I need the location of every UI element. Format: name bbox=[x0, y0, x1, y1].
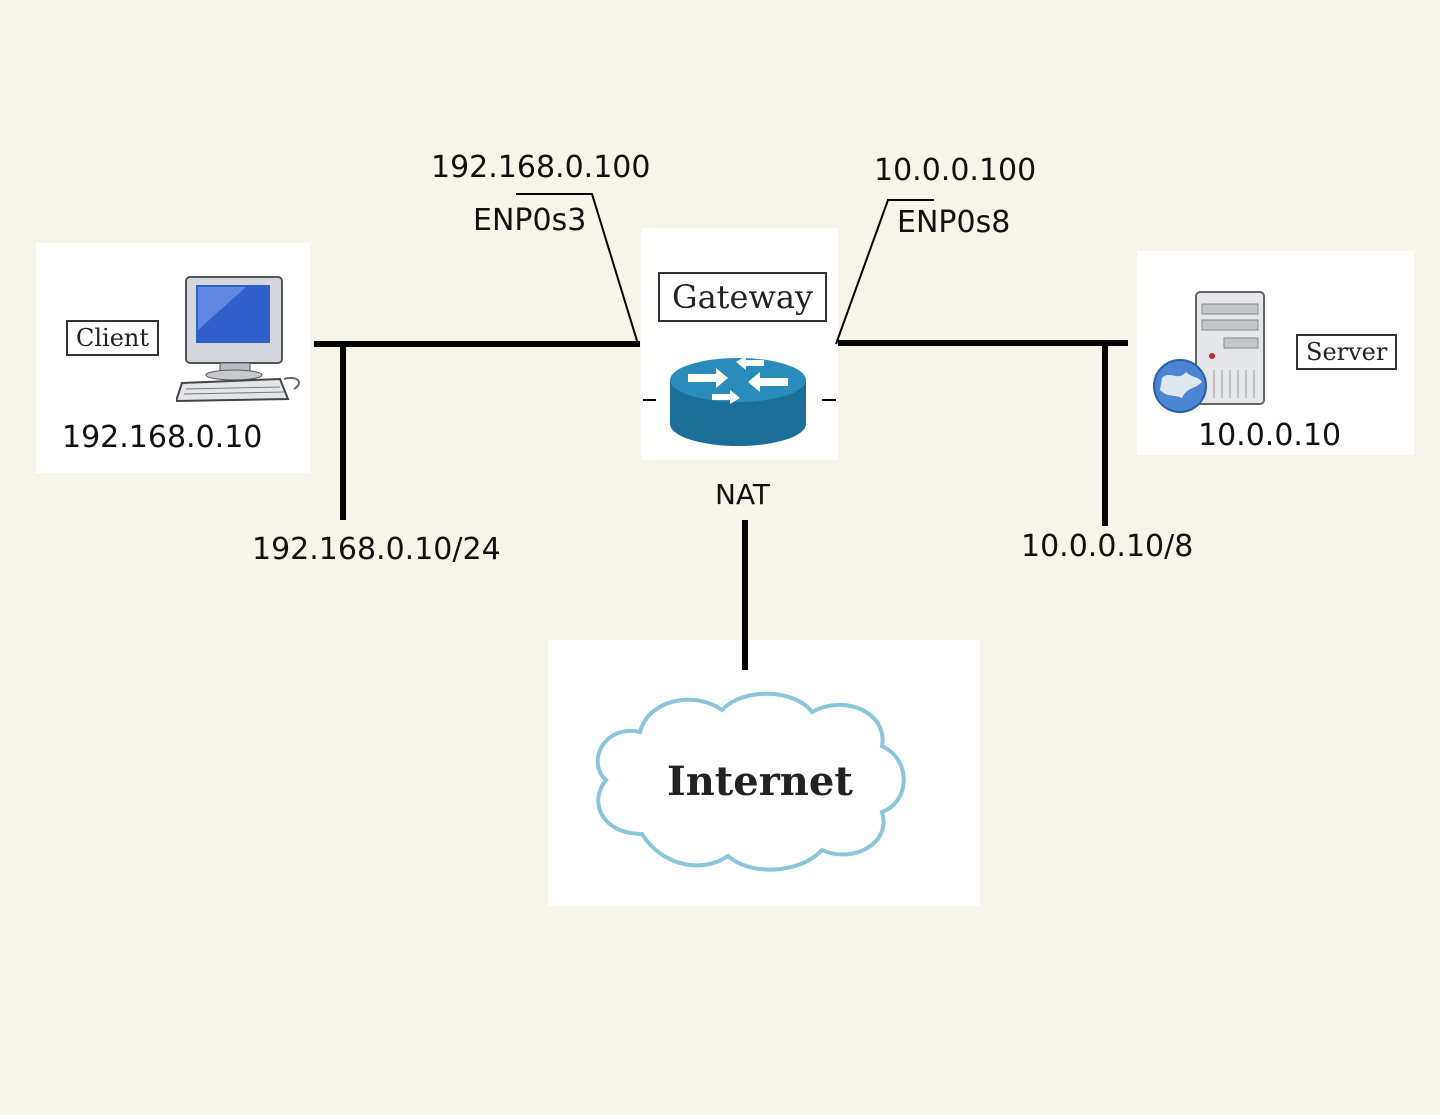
left-interface-callout bbox=[516, 193, 639, 345]
server-globe-icon bbox=[1153, 291, 1265, 413]
nat-label: NAT bbox=[715, 478, 771, 511]
server-ip: 10.0.0.10 bbox=[1198, 418, 1342, 453]
client-label: Client bbox=[66, 320, 160, 356]
left-interface-ip: 192.168.0.100 bbox=[431, 150, 651, 185]
right-interface-name: ENP0s8 bbox=[897, 205, 1011, 240]
client-ip: 192.168.0.10 bbox=[62, 420, 263, 455]
left-interface-name: ENP0s3 bbox=[473, 203, 587, 238]
cloud-icon bbox=[595, 691, 906, 872]
right-interface-ip: 10.0.0.100 bbox=[874, 153, 1037, 188]
left-network-cidr: 192.168.0.10/24 bbox=[252, 532, 501, 567]
server-label: Server bbox=[1296, 334, 1398, 370]
gateway-label: Gateway bbox=[658, 272, 827, 322]
internet-label: Internet bbox=[667, 758, 853, 805]
router-icon bbox=[670, 356, 806, 446]
right-network-cidr: 10.0.0.10/8 bbox=[1021, 529, 1194, 564]
right-interface-callout bbox=[835, 199, 934, 345]
desktop-computer-icon bbox=[176, 276, 300, 403]
